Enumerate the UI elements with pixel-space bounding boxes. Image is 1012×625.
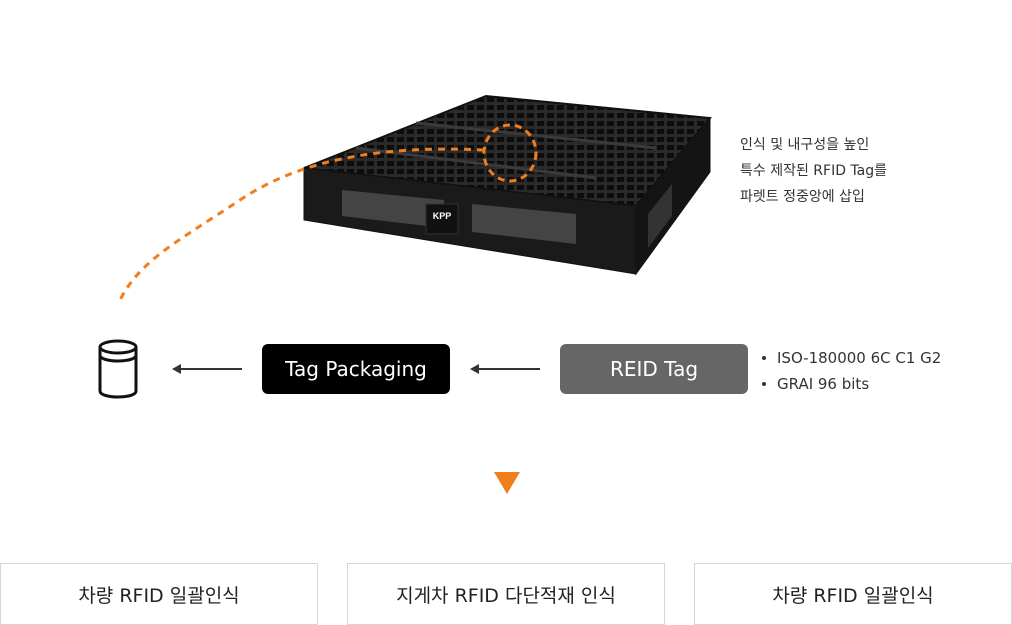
use-case-box: 차량 RFID 일괄인식: [0, 563, 318, 625]
rfid-tag-step: REID Tag: [560, 344, 748, 394]
triangle-down-icon: [494, 472, 520, 494]
pallet-brand-label: KPP: [433, 211, 452, 221]
use-case-box: 차량 RFID 일괄인식: [694, 563, 1012, 625]
tag-spec-list: ISO-180000 6C C1 G2 GRAI 96 bits: [762, 345, 941, 397]
pallet-illustration: KPP: [303, 94, 712, 276]
pallet-image: KPP: [296, 88, 716, 278]
tag-description: 인식 및 내구성을 높인 특수 제작된 RFID Tag를 파렛트 정중앙에 삽…: [740, 132, 887, 210]
note-line: 인식 및 내구성을 높인: [740, 137, 870, 153]
spec-item: ISO-180000 6C C1 G2: [762, 345, 941, 371]
note-line: 파렛트 정중앙에 삽입: [740, 189, 865, 205]
note-line: 특수 제작된 RFID Tag를: [740, 163, 888, 179]
arrow-left-icon: [172, 362, 242, 376]
tag-packaging-step: Tag Packaging: [262, 344, 450, 394]
arrow-left-icon: [470, 362, 540, 376]
spec-item: GRAI 96 bits: [762, 371, 941, 397]
database-icon: [98, 339, 138, 399]
use-case-box: 지게차 RFID 다단적재 인식: [347, 563, 665, 625]
